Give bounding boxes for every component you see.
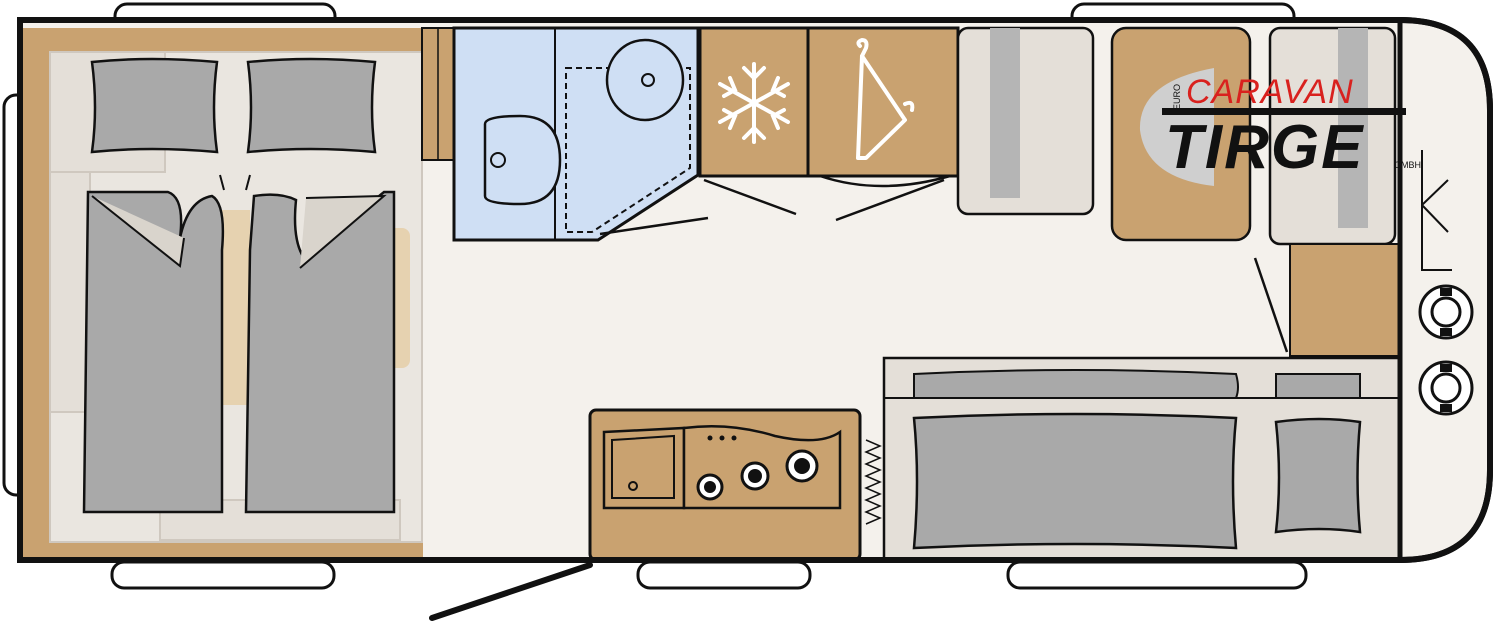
fridge-cabinet bbox=[698, 26, 810, 178]
bedroom bbox=[23, 28, 423, 560]
toilet bbox=[483, 114, 562, 206]
heater-coil bbox=[864, 439, 882, 525]
stove-burner-icon bbox=[785, 449, 819, 483]
wheel-icon bbox=[1418, 284, 1474, 340]
door-swing-lines bbox=[599, 174, 951, 236]
entrance-door bbox=[429, 562, 593, 621]
stove-burner-icon bbox=[740, 461, 770, 491]
sofa-pillow bbox=[1274, 417, 1362, 534]
wardrobe-cabinet bbox=[806, 26, 960, 178]
blanket-left bbox=[82, 190, 225, 514]
coat-hanger-icon bbox=[856, 38, 915, 160]
pillow-right bbox=[246, 57, 377, 154]
bathroom bbox=[452, 26, 700, 242]
pillow-left bbox=[90, 57, 219, 154]
logo-prefix: EURO bbox=[1172, 84, 1182, 110]
kitchen bbox=[588, 408, 882, 560]
logo-suffix: GMBH bbox=[1394, 160, 1421, 170]
sofa-cushion bbox=[912, 412, 1238, 550]
hob bbox=[682, 424, 842, 510]
snowflake-icon bbox=[718, 62, 790, 144]
brand-logo: EURO CARAVAN TIRGE GMBH bbox=[1139, 68, 1421, 186]
blanket-right bbox=[244, 190, 396, 514]
wheel-icon bbox=[1418, 360, 1474, 416]
front-cabinet bbox=[1289, 243, 1401, 357]
stove-burner-icon bbox=[696, 473, 724, 501]
washbasin bbox=[605, 38, 685, 122]
side-sofa bbox=[882, 356, 1402, 560]
sink-icon bbox=[602, 426, 686, 510]
logo-word-tirge: TIRGE bbox=[1165, 113, 1364, 182]
logo-word-caravan: CARAVAN bbox=[1186, 73, 1354, 111]
